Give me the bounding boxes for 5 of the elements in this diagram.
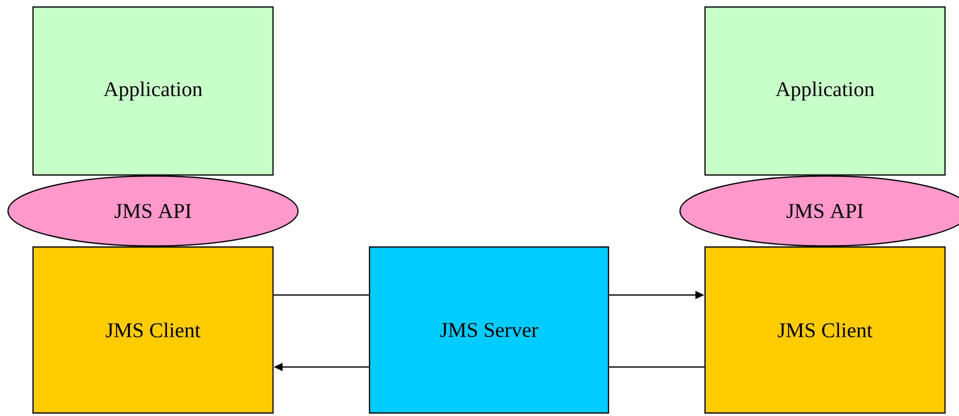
server-box: JMS Server bbox=[368, 246, 610, 414]
client-box: JMS Client bbox=[32, 246, 274, 414]
client-box: JMS Client bbox=[704, 246, 946, 414]
application-box: Application bbox=[704, 6, 946, 176]
application-box: Application bbox=[32, 6, 274, 176]
